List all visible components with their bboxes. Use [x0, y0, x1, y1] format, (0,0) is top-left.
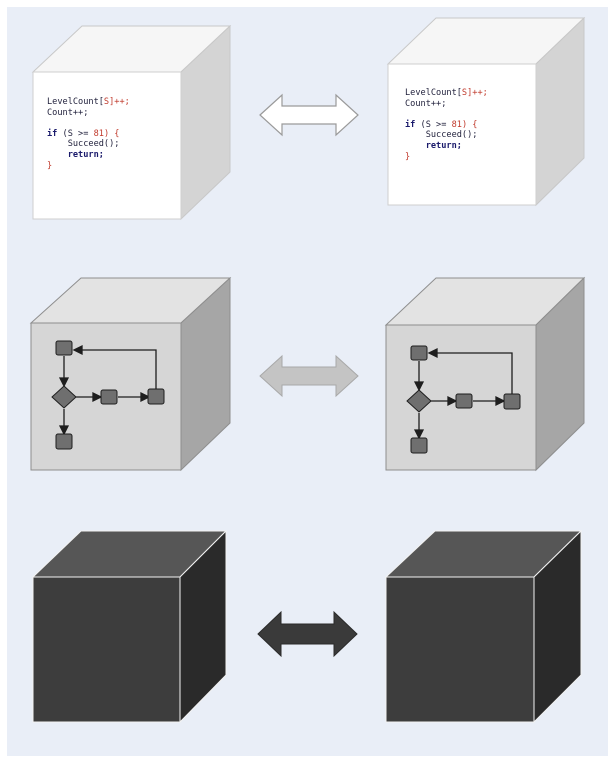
flowchart-right-nodes: [406, 345, 521, 454]
cube-front: [385, 576, 535, 723]
decision-node: [51, 385, 77, 409]
flowchart-right: [413, 347, 513, 440]
cube-front: [32, 71, 182, 220]
arrow-head: [58, 425, 70, 436]
arrow-head: [92, 391, 103, 403]
code-line-7: }: [405, 151, 411, 162]
code-line-5: Succeed();: [47, 139, 120, 150]
code-line-4: if (S >= 81) {: [405, 119, 478, 130]
node: [55, 433, 73, 450]
loop-edge: [435, 352, 513, 394]
node: [455, 393, 473, 409]
cube-front: [387, 63, 537, 206]
code-line-4: if (S >= 81) {: [47, 128, 120, 139]
code-line-7: }: [47, 160, 53, 171]
code-line-5: Succeed();: [405, 130, 478, 141]
node: [147, 388, 165, 405]
node: [503, 393, 521, 410]
outline-arrow: [259, 93, 359, 137]
code-line-6: return;: [405, 140, 462, 151]
code-snippet-left: LevelCount[S]++; Count++; if (S >= 81) {…: [47, 97, 130, 171]
code-line-1: LevelCount[S]++;: [405, 88, 488, 98]
code-snippet-right: LevelCount[S]++; Count++; if (S >= 81) {…: [405, 88, 488, 162]
white-box-right: [386, 16, 586, 207]
flowchart-left-nodes: [51, 340, 165, 450]
white-box-left: [31, 24, 232, 221]
code-line-2: Count++;: [405, 98, 447, 109]
arrow-head: [72, 344, 83, 356]
arrow-head: [427, 347, 438, 359]
loop-edge: [80, 349, 157, 389]
arrow-head: [495, 395, 506, 407]
decision-node: [406, 389, 432, 413]
code-line-1: LevelCount[S]++;: [47, 97, 130, 107]
cube-front: [32, 576, 181, 723]
node: [410, 437, 428, 454]
code-line-6: return;: [47, 149, 104, 160]
node: [410, 345, 428, 361]
arrow-head: [447, 395, 458, 407]
flowchart-left: [58, 344, 157, 436]
code-line-2: Count++;: [47, 107, 89, 118]
arrow-head: [140, 391, 151, 403]
gray-arrow: [259, 354, 359, 398]
arrow-head: [413, 381, 425, 392]
dark-arrow: [257, 610, 358, 658]
black-box-right: [384, 529, 583, 724]
node: [100, 389, 118, 405]
arrow-head: [413, 429, 425, 440]
node: [55, 340, 73, 356]
arrow-head: [58, 377, 70, 388]
black-box-left: [31, 529, 228, 724]
